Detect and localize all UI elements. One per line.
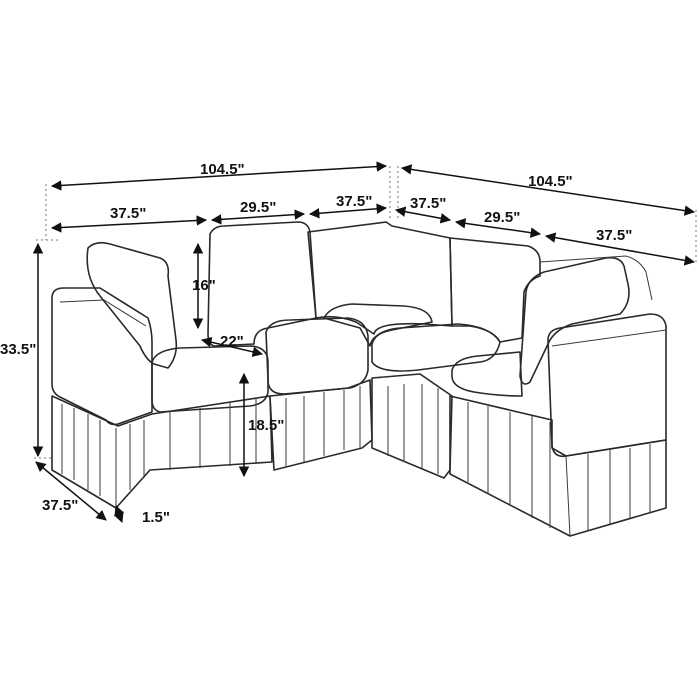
module-right-3-label: 37.5" [596,227,632,244]
overall-width-left-arrow [50,161,388,191]
back-height-label: 16" [192,277,216,294]
leg-height-label: 1.5" [142,509,170,526]
extension-lines [34,166,697,459]
dimension-labels: 104.5" 104.5" 37.5" 29.5" 37.5" 37.5" 29… [0,161,632,526]
module-depth-label: 37.5" [42,497,78,514]
right-arm [547,313,667,458]
module-depth-arrow [35,461,107,521]
module-right-2-arrow [454,218,542,238]
module-left-2-label: 29.5" [240,199,276,216]
module-left-2-arrow [210,209,306,225]
corner-module [307,221,501,479]
module-left-1-arrow [50,215,208,233]
left-skirt [51,395,273,509]
middle-right-module [449,237,541,397]
left-seat-cushion [151,345,269,413]
module-left-3-arrow [308,203,388,219]
module-right-1-label: 37.5" [410,195,446,212]
left-back-cushion [86,241,178,369]
overall-width-right-label: 104.5" [528,173,573,190]
right-skirt [449,395,667,537]
module-right-2-label: 29.5" [484,209,520,226]
overall-width-left-label: 104.5" [200,161,245,178]
sofa-drawing [51,221,667,537]
overall-width-right-arrow [400,164,696,216]
module-right-3-arrow [544,232,696,266]
seat-depth-arrow [200,337,264,357]
module-left-1-label: 37.5" [110,205,146,222]
left-arm [51,287,153,426]
seat-depth-label: 22" [220,333,244,350]
seat-height-label: 18.5" [248,417,284,434]
total-height-label: 33.5" [0,341,36,358]
leg-height-arrow [113,505,125,523]
module-right-1-arrow [394,206,452,224]
module-left-3-label: 37.5" [336,193,372,210]
dimension-arrows [32,161,696,523]
